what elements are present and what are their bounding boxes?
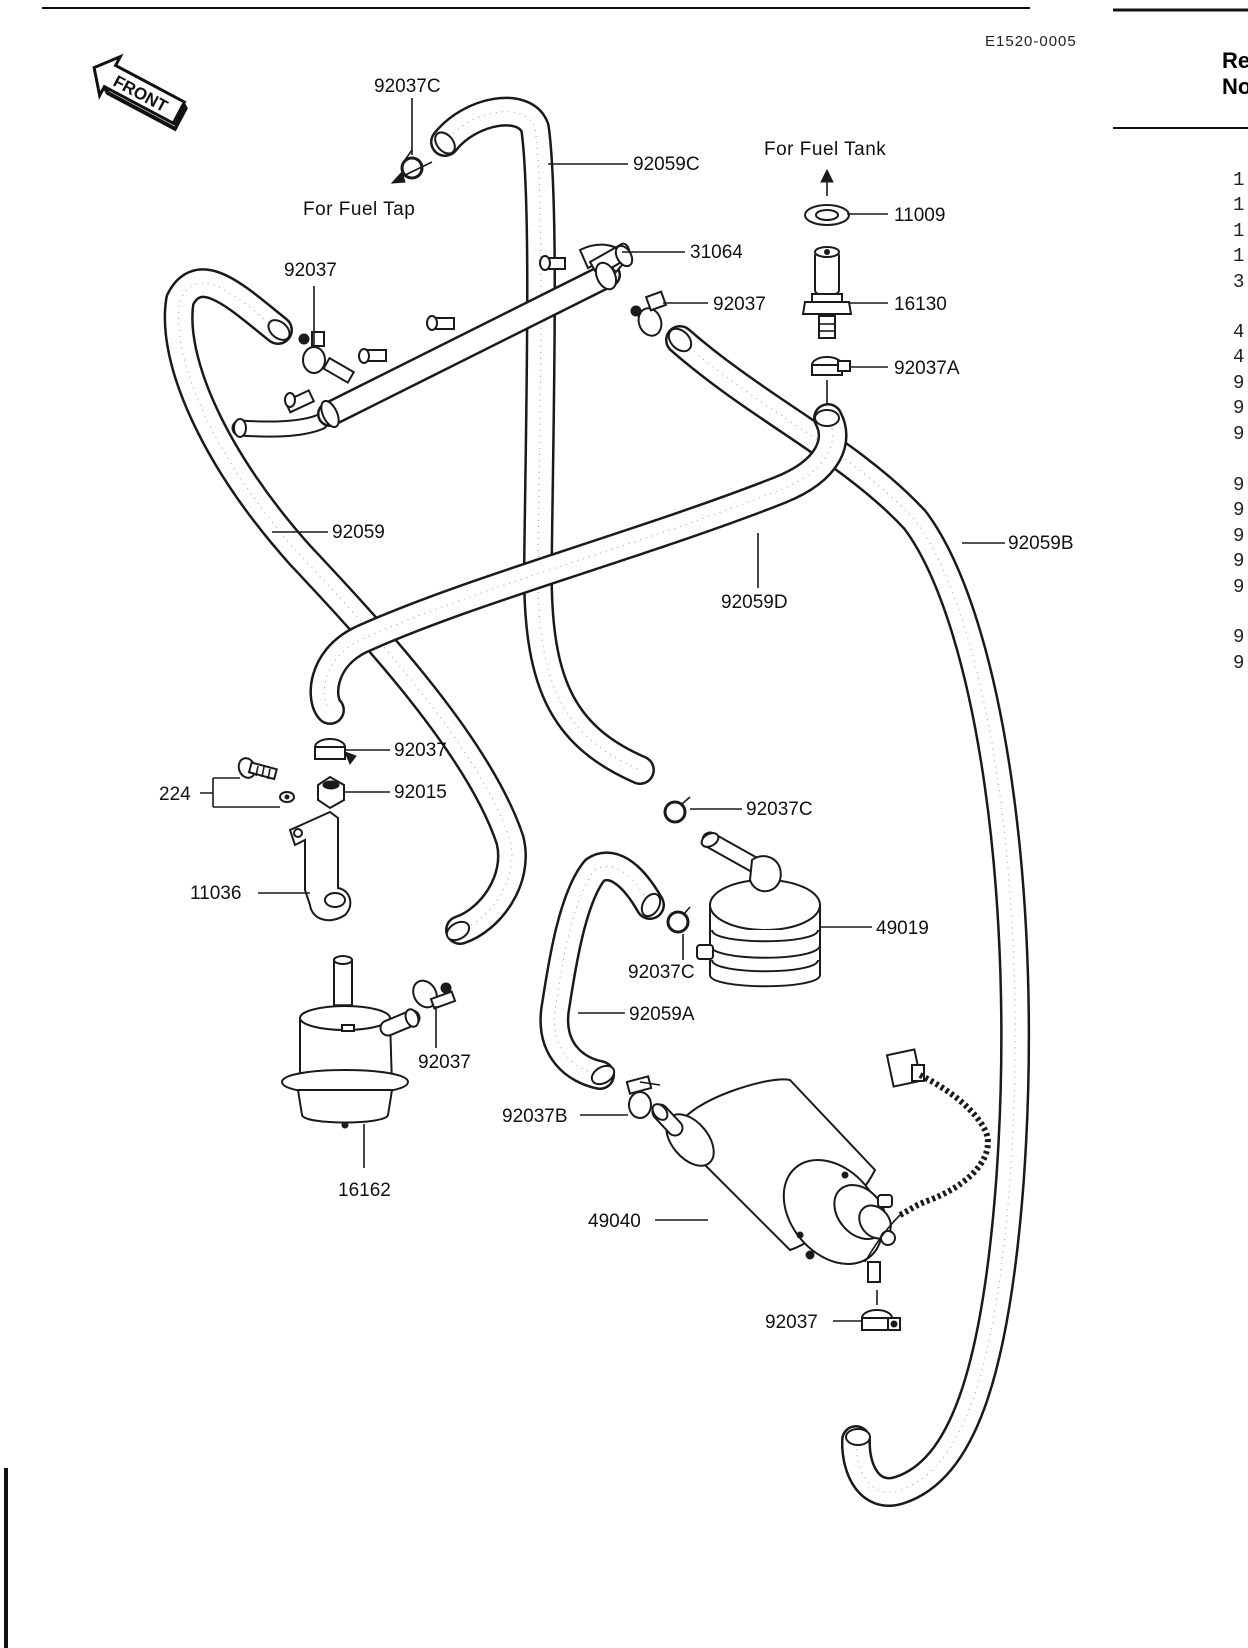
clamp-92037-bottom (861, 1309, 901, 1331)
label-92037c-top: 92037C (374, 76, 441, 97)
side-row: 9 (1233, 525, 1244, 547)
front-arrow-icon: FRONT (92, 53, 188, 132)
label-92015: 92015 (394, 782, 447, 803)
side-row: 1 (1233, 194, 1244, 216)
nut-92015 (317, 775, 345, 810)
clamp-92037-mid (314, 738, 357, 765)
diagram-code: E1520-0005 (985, 33, 1077, 50)
side-row: 9 (1233, 474, 1244, 496)
fuel-filter-49019 (696, 831, 821, 988)
label-31064: 31064 (690, 242, 743, 263)
side-row: 4 (1233, 346, 1244, 368)
fuel-pump-49040 (651, 1078, 896, 1283)
hose-92059a (539, 851, 665, 1090)
side-column-rows: 1 1 1 1 3 4 4 9 9 9 9 9 9 9 9 9 9 (1233, 169, 1244, 674)
label-92037-regulator: 92037 (418, 1052, 471, 1073)
label-11036: 11036 (190, 883, 241, 904)
side-row: 4 (1233, 321, 1244, 343)
label-92037a: 92037A (894, 358, 960, 379)
clip-92037c-lower (666, 906, 691, 934)
label-92059d: 92059D (721, 592, 788, 613)
label-92059: 92059 (332, 522, 385, 543)
regulator-16162 (280, 955, 421, 1129)
side-row: 9 (1233, 652, 1244, 674)
clamp-92037a (811, 356, 851, 376)
label-92037-mid: 92037 (394, 740, 447, 761)
clamp-92037-regulator (412, 979, 457, 1010)
label-92059a: 92059A (629, 1004, 695, 1025)
leader-lines (200, 98, 1005, 1322)
side-row: 1 (1233, 245, 1244, 267)
bolt-224 (237, 757, 295, 803)
side-row: 9 (1233, 550, 1244, 572)
fitting-16130 (801, 246, 853, 339)
label-92037c-mid: 92037C (746, 799, 813, 820)
label-92037b: 92037B (502, 1106, 568, 1127)
label-49019: 49019 (876, 918, 929, 939)
label-92037-left: 92037 (284, 260, 337, 281)
fuel-tap-arrow-icon (390, 161, 433, 184)
side-row: 1 (1233, 220, 1244, 242)
fuel-tank-arrow-icon (820, 168, 834, 196)
side-row: 1 (1233, 169, 1244, 191)
label-92059c: 92059C (633, 154, 700, 175)
side-row: 9 (1233, 576, 1244, 598)
side-row: 9 (1233, 397, 1244, 419)
label-92037-rail: 92037 (713, 294, 766, 315)
washer-11009 (804, 204, 850, 226)
side-row: 9 (1233, 372, 1244, 394)
side-row: 9 (1233, 499, 1244, 521)
label-92059b: 92059B (1008, 533, 1074, 554)
label-92037c-lower: 92037C (628, 962, 695, 983)
label-224: 224 (159, 784, 191, 805)
fuel-rail-31064 (231, 242, 634, 438)
note-fuel-tank: For Fuel Tank (764, 139, 886, 160)
label-11009: 11009 (894, 205, 945, 226)
bracket-11036 (288, 810, 352, 922)
side-row: 3 (1233, 271, 1244, 293)
side-row: 9 (1233, 423, 1244, 445)
hose-92059c (430, 96, 655, 785)
clip-92037c-top (400, 149, 424, 180)
label-49040: 49040 (588, 1211, 641, 1232)
side-header-line-2: No (1222, 74, 1248, 99)
label-92037-bottom: 92037 (765, 1312, 818, 1333)
side-row: 9 (1233, 626, 1244, 648)
label-16162: 16162 (338, 1180, 391, 1201)
label-16130: 16130 (894, 294, 947, 315)
hose-92059 (163, 268, 527, 945)
clamp-92037-left (298, 331, 326, 374)
hose-92059d (309, 403, 848, 725)
side-header-line-1: Re (1222, 48, 1248, 73)
clip-92037c-mid (663, 796, 691, 824)
wire-harness (864, 1048, 991, 1263)
clamp-92037-rail (630, 290, 668, 337)
hose-92059b (665, 325, 1031, 1507)
clamp-92037b (625, 1075, 661, 1119)
note-fuel-tap: For Fuel Tap (303, 199, 415, 220)
